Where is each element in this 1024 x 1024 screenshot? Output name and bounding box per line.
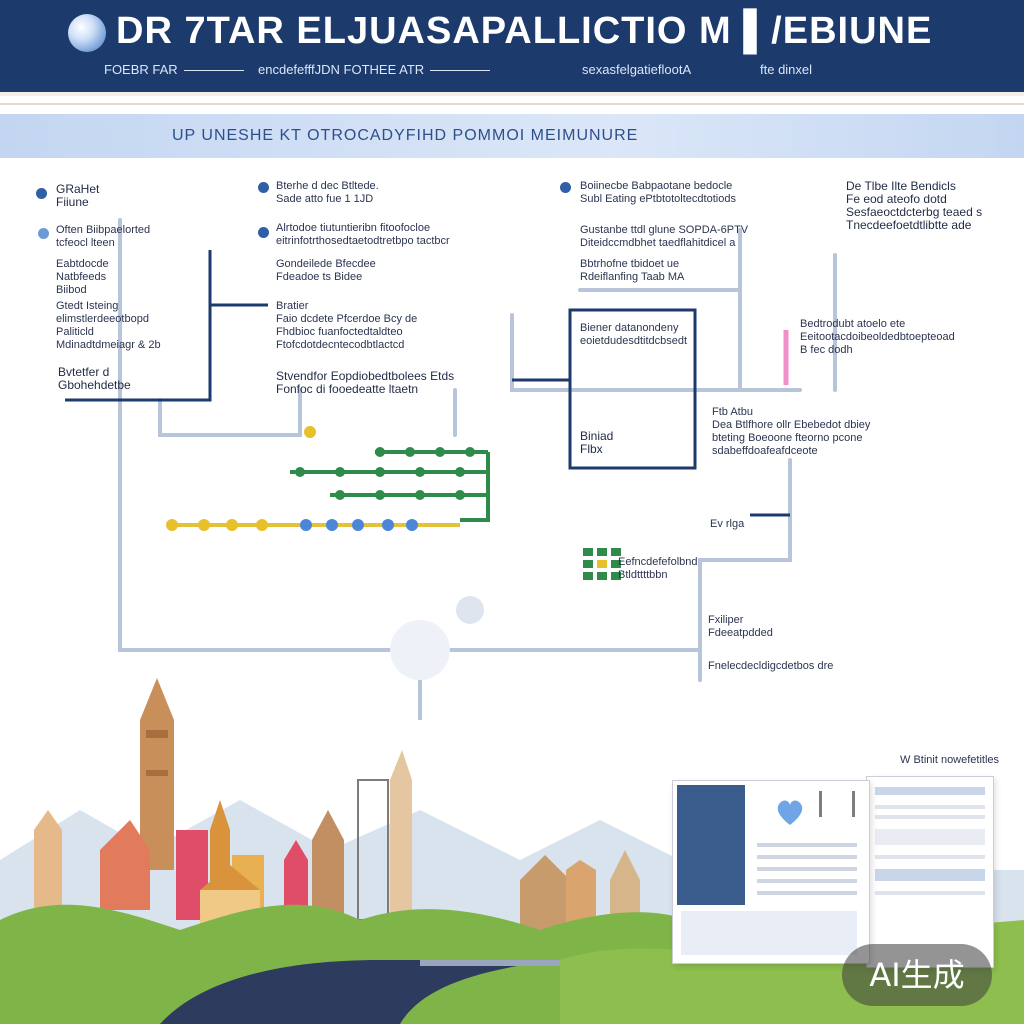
yellow-node: [166, 519, 178, 531]
green-node: [295, 467, 305, 477]
hub-node-small: [456, 596, 484, 624]
chart-icon: [819, 791, 855, 817]
yellow-node: [256, 519, 268, 531]
timeline-node-group: [166, 426, 460, 531]
green-node-group: [290, 447, 490, 522]
blue-node: [300, 519, 312, 531]
connector-right-lower: [698, 458, 792, 682]
yellow-node: [304, 426, 316, 438]
connector-center-right: [510, 313, 802, 392]
header-bar: DR 7TAR ELJUASAPALLICTIO M ▌/EBIUNE FOEB…: [0, 0, 1024, 92]
box-bracket-dark: [568, 308, 697, 470]
yellow-node: [198, 519, 210, 531]
header-subtitle-far: fte dinxel: [760, 62, 813, 77]
green-node: [435, 447, 445, 457]
header-subtitle-right: sexasfelgatieflootA: [582, 62, 692, 77]
green-node: [335, 490, 345, 500]
hub-node: [390, 620, 450, 680]
bullet-dot: [38, 228, 49, 239]
section-banner: [0, 114, 1024, 158]
green-node: [455, 467, 465, 477]
flow-diagram: [65, 218, 837, 720]
green-node: [415, 490, 425, 500]
building: [390, 750, 412, 920]
banner-text: UP UNESHE KT OTROCADYFIHD POMMOI MEIMUNU…: [172, 127, 639, 144]
document-card-front: [672, 780, 870, 964]
yellow-node: [226, 519, 238, 531]
green-node: [375, 467, 385, 477]
header-rule: [0, 103, 1024, 105]
blue-node: [326, 519, 338, 531]
blue-node: [406, 519, 418, 531]
far-right-label-7: Fnelecdecldigcdetbos dre: [708, 660, 834, 672]
document-sidebar-panel: [677, 785, 745, 905]
building: [284, 840, 308, 920]
document-card-back: [866, 776, 994, 968]
green-node: [465, 447, 475, 457]
connector-left-branch: [158, 388, 302, 437]
green-node: [375, 447, 385, 457]
road: [160, 960, 560, 1024]
far-right-label-1: De Tlbe Ilte Bendicls Fe eod ateofo dotd…: [846, 179, 983, 232]
bullet-dot: [560, 182, 571, 193]
heart-icon: [773, 795, 807, 829]
center-label-1: Bterhe d dec Btltede.Sade atto fue 1 1JD: [276, 180, 379, 205]
bullet-dot: [258, 182, 269, 193]
green-node: [415, 467, 425, 477]
blue-node: [352, 519, 364, 531]
building: [312, 810, 344, 920]
bullet-dot: [258, 227, 269, 238]
far-right-label-4: Ev rlga: [710, 518, 745, 530]
building: [34, 810, 62, 910]
header-subtitle-left: FOEBR FAR: [104, 62, 244, 77]
connector-dark-left: [65, 250, 212, 402]
ai-generated-badge: AI生成: [842, 944, 992, 1006]
header-divider: [0, 92, 1024, 96]
blue-node: [382, 519, 394, 531]
documents-label: W Btinit nowefetitles: [900, 754, 1000, 766]
page-title: DR 7TAR ELJUASAPALLICTIO M ▌/EBIUNE: [116, 10, 933, 52]
diagram-connectors-dark: [65, 250, 790, 517]
mini-grid-icon: [583, 548, 621, 580]
green-node: [405, 447, 415, 457]
bullet-dot: [36, 188, 47, 199]
header-subtitle-center: encdefefffJDN FOTHEE ATR: [258, 62, 491, 77]
building: [100, 820, 150, 910]
globe-logo-icon: [68, 14, 106, 52]
green-line-join: [460, 452, 490, 522]
green-node: [455, 490, 465, 500]
green-node: [335, 467, 345, 477]
green-node: [375, 490, 385, 500]
